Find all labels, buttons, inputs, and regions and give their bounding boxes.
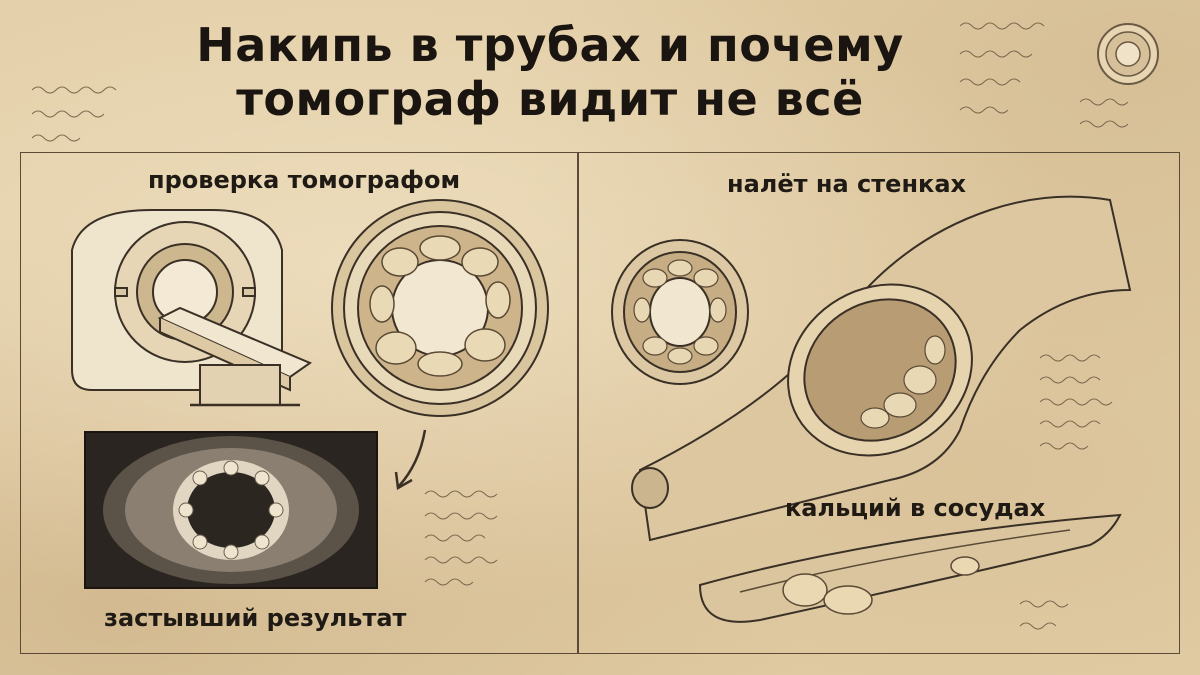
scribble-notes-top-left	[30, 80, 150, 156]
artery-ring-illustration	[611, 239, 749, 385]
diagram-frame	[20, 152, 1180, 654]
scribble-notes-middle	[424, 354, 1113, 630]
right-panel-caption: кальций в сосудах	[785, 494, 1046, 522]
page-title: Накипь в трубах и почему томограф видит …	[190, 18, 910, 126]
left-panel-caption: застывший результат	[104, 604, 407, 632]
title-line-2: томограф видит не всё	[236, 72, 864, 126]
right-panel-heading: налёт на стенках	[727, 170, 966, 198]
artery-tube-illustration	[631, 195, 1132, 542]
left-panel-heading: проверка томографом	[148, 166, 461, 194]
frozen-scan-image	[84, 431, 378, 589]
scribble-notes-top-right	[950, 12, 1180, 148]
pipe-cross-section-illustration	[331, 199, 549, 417]
ct-scanner-illustration	[71, 209, 313, 407]
calcified-vessel-illustration	[698, 513, 1122, 623]
scribble-lines-icon	[31, 86, 117, 142]
arrow-down-left-icon	[394, 429, 427, 491]
scribble-lines-icon	[959, 22, 1159, 128]
title-line-1: Накипь в трубах и почему	[196, 18, 904, 72]
panel-divider	[577, 152, 579, 654]
